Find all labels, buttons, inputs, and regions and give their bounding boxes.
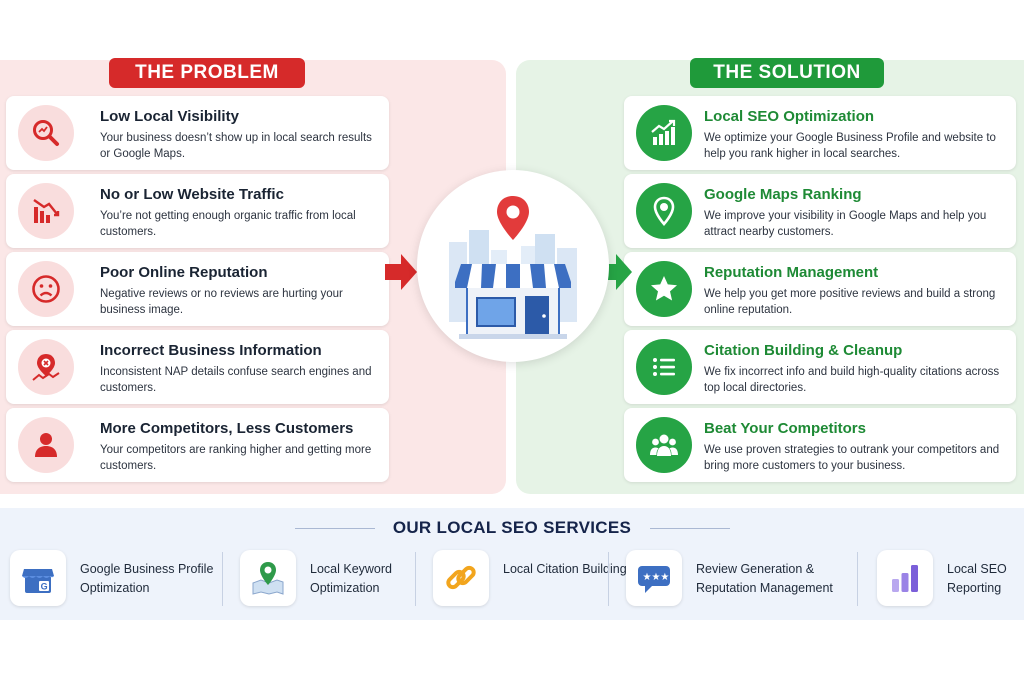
services-title: OUR LOCAL SEO SERVICES — [392, 518, 632, 537]
solution-card-citation: Citation Building & Cleanup We fix incor… — [624, 330, 1016, 404]
solution-banner: THE SOLUTION — [690, 58, 884, 88]
declining-chart-icon — [18, 183, 74, 239]
problem-title: More Competitors, Less Customers — [100, 420, 354, 437]
bar-report-icon — [877, 550, 933, 606]
service-label: Local SEO Reporting — [947, 562, 1007, 595]
person-icon — [18, 417, 74, 473]
services-section: OUR LOCAL SEO SERVICES G Google Business… — [0, 508, 1024, 620]
group-icon — [636, 417, 692, 473]
solution-title: Beat Your Competitors — [704, 420, 866, 437]
green-arrow-icon — [598, 250, 634, 294]
problem-banner: THE PROBLEM — [109, 58, 305, 88]
problem-card-info: Incorrect Business Information Inconsist… — [6, 330, 389, 404]
solution-title: Local SEO Optimization — [704, 108, 875, 125]
solution-title: Google Maps Ranking — [704, 186, 862, 203]
title-rule-left — [295, 528, 375, 529]
problem-desc: Your competitors are ranking higher and … — [100, 444, 372, 472]
svg-text:G: G — [41, 582, 48, 592]
storefront-icon — [449, 196, 577, 339]
solution-card-maps: Google Maps Ranking We improve your visi… — [624, 174, 1016, 248]
chain-link-icon — [433, 550, 489, 606]
service-divider — [857, 552, 858, 606]
growth-chart-icon — [636, 105, 692, 161]
solution-desc: We improve your visibility in Google Map… — [704, 210, 987, 238]
sad-face-icon — [18, 261, 74, 317]
solution-card-competitors: Beat Your Competitors We use proven stra… — [624, 408, 1016, 482]
problem-card-competitors: More Competitors, Less Customers Your co… — [6, 408, 389, 482]
list-icon — [636, 339, 692, 395]
svg-text:★★★: ★★★ — [643, 572, 670, 583]
solution-title: Citation Building & Cleanup — [704, 342, 903, 359]
problem-desc: You’re not getting enough organic traffi… — [100, 210, 356, 238]
map-keyword-icon — [240, 550, 296, 606]
solution-desc: We use proven strategies to outrank your… — [704, 444, 1000, 472]
problem-card-traffic: No or Low Website Traffic You’re not get… — [6, 174, 389, 248]
wrong-location-icon — [18, 339, 74, 395]
storefront-illustration — [417, 170, 609, 362]
problem-desc: Negative reviews or no reviews are hurti… — [100, 288, 343, 316]
title-rule-right — [650, 528, 730, 529]
problem-card-reputation: Poor Online Reputation Negative reviews … — [6, 252, 389, 326]
service-divider — [608, 552, 609, 606]
problem-title: Low Local Visibility — [100, 108, 239, 125]
service-label: Review Generation & Reputation Managemen… — [696, 562, 833, 595]
magnifier-icon — [18, 105, 74, 161]
service-label: Google Business Profile Optimization — [80, 562, 214, 595]
service-label: Local Keyword Optimization — [310, 562, 392, 595]
red-arrow-icon — [383, 250, 419, 294]
service-divider — [415, 552, 416, 606]
solution-desc: We fix incorrect info and build high-qua… — [704, 366, 1000, 394]
map-pin-icon — [636, 183, 692, 239]
problem-title: Incorrect Business Information — [100, 342, 322, 359]
problem-title: Poor Online Reputation — [100, 264, 268, 281]
solution-desc: We optimize your Google Business Profile… — [704, 132, 996, 160]
review-bubble-icon: ★★★ — [626, 550, 682, 606]
problem-card-visibility: Low Local Visibility Your business doesn… — [6, 96, 389, 170]
solution-card-seo: Local SEO Optimization We optimize your … — [624, 96, 1016, 170]
problem-title: No or Low Website Traffic — [100, 186, 284, 203]
star-icon — [636, 261, 692, 317]
problem-desc: Your business doesn’t show up in local s… — [100, 132, 372, 160]
solution-title: Reputation Management — [704, 264, 879, 281]
solution-desc: We help you get more positive reviews an… — [704, 288, 996, 316]
problem-desc: Inconsistent NAP details confuse search … — [100, 366, 372, 394]
service-divider — [222, 552, 223, 606]
google-business-icon: G — [10, 550, 66, 606]
solution-card-reputation: Reputation Management We help you get mo… — [624, 252, 1016, 326]
service-label: Local Citation Building — [503, 562, 627, 576]
